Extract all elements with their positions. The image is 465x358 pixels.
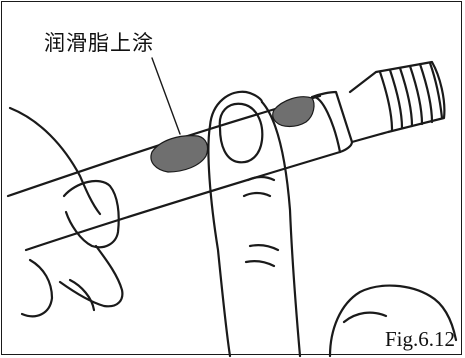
finger-crease [246, 175, 276, 182]
finger-crease [248, 244, 280, 252]
thread-line [408, 64, 424, 126]
thread-line [428, 61, 444, 120]
fingernail [218, 102, 264, 164]
grease-patch-left [150, 135, 209, 173]
tube-bottom-edge [24, 150, 342, 252]
thread-line [388, 68, 404, 130]
finger-tip [208, 90, 264, 128]
left-hand-thumb [62, 179, 120, 249]
finger-outline-right [260, 100, 302, 358]
grease-patch-right [272, 96, 315, 128]
finger-crease [242, 191, 272, 198]
callout-leader-line [151, 57, 181, 135]
tube-top-edge [6, 94, 322, 198]
tube-collar [310, 90, 354, 154]
left-hand-finger [58, 244, 124, 308]
left-hand-finger [20, 258, 54, 318]
left-hand-knuckle [68, 278, 96, 312]
finger-outline-left [207, 124, 232, 358]
right-hand-knuckle [342, 311, 388, 324]
right-hand-lower [328, 284, 458, 358]
thread-line [418, 62, 434, 124]
left-hand-outline [8, 106, 102, 216]
thread-line [398, 66, 414, 128]
figure-number-label: Fig.6.12 [384, 327, 455, 351]
grease-callout-label: 润滑脂上涂 [44, 31, 154, 55]
finger-crease [244, 260, 276, 268]
threaded-end-body [348, 60, 446, 144]
thread-line [378, 70, 394, 132]
